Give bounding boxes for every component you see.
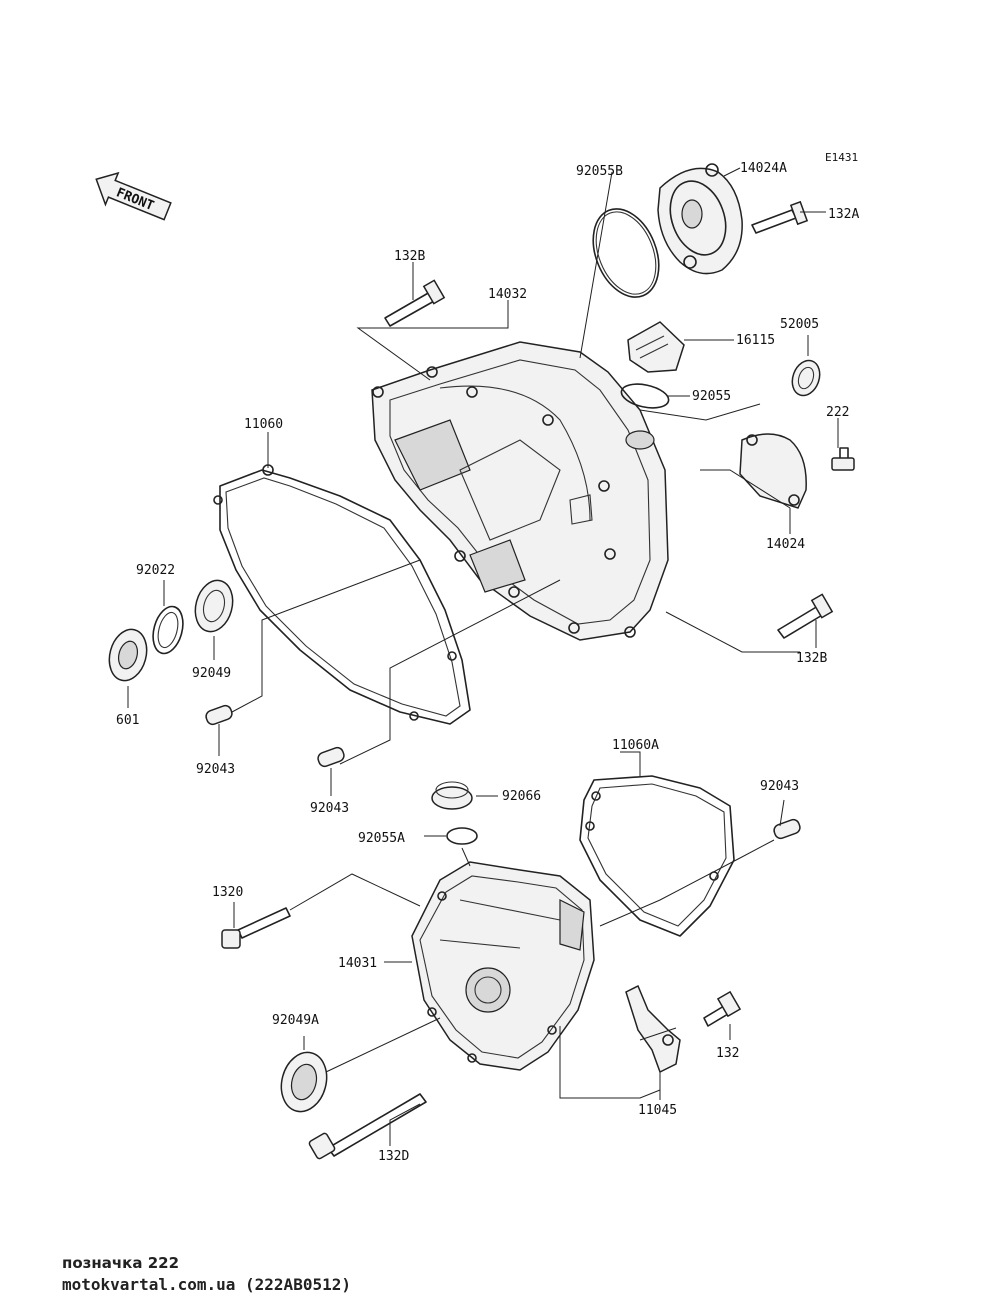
bolt-222 [831, 447, 855, 471]
label-11060A: 11060A [612, 738, 659, 753]
front-arrow-icon: FRONT [95, 171, 172, 221]
label-11060: 11060 [244, 417, 283, 432]
label-132B-top: 132B [394, 249, 425, 264]
label-14032: 14032 [488, 287, 527, 302]
bolt-132B-top [384, 279, 446, 327]
label-14024: 14024 [766, 537, 805, 552]
label-92043-right: 92043 [760, 779, 799, 794]
cover-14024 [739, 433, 807, 509]
seal-92022 [152, 605, 184, 655]
label-132D: 132D [378, 1149, 409, 1164]
label-52005: 52005 [780, 317, 819, 332]
diagram-code: E1431 [825, 151, 858, 164]
label-16115: 16115 [736, 333, 775, 348]
label-601: 601 [116, 713, 139, 728]
label-92049: 92049 [192, 666, 231, 681]
label-14024A: 14024A [740, 161, 787, 176]
plug-92066 [431, 781, 473, 810]
label-92055A: 92055A [358, 831, 405, 846]
label-92055B: 92055B [576, 164, 623, 179]
label-92066: 92066 [502, 789, 541, 804]
footer-source: motokvartal.com.ua (222AB0512) [62, 1275, 351, 1294]
generator-cover-14031 [411, 861, 595, 1071]
label-1320: 1320 [212, 885, 243, 900]
label-132A: 132A [828, 207, 859, 222]
seal-92049A [280, 1051, 328, 1113]
o-ring-92055A [446, 827, 478, 845]
gasket-11060 [213, 464, 471, 725]
filler-cap-16115 [627, 321, 685, 373]
gasket-11060A [579, 775, 735, 937]
bolt-132A [751, 200, 809, 234]
oil-seal-52005 [791, 359, 821, 397]
label-92043-left: 92043 [196, 762, 235, 777]
label-132B-right: 132B [796, 651, 827, 666]
label-92055: 92055 [692, 389, 731, 404]
label-92022: 92022 [136, 563, 175, 578]
bolt-132B-right [777, 593, 834, 639]
o-ring-92055 [620, 383, 670, 409]
label-11045: 11045 [638, 1103, 677, 1118]
bolt-132D [308, 1093, 427, 1160]
label-92049A: 92049A [272, 1013, 319, 1028]
o-ring-92055B [592, 208, 660, 298]
label-222: 222 [826, 405, 849, 420]
label-132: 132 [716, 1046, 739, 1061]
bearing-601 [108, 628, 148, 682]
label-14031: 14031 [338, 956, 377, 971]
label-92043-mid: 92043 [310, 801, 349, 816]
bolt-1320 [221, 907, 291, 949]
leader-lines [127, 167, 839, 1146]
dowel-pin-92043-mid [317, 746, 345, 768]
pump-cover-14024A [657, 163, 743, 275]
bolt-132 [703, 990, 742, 1027]
dowel-pin-92043-right [773, 818, 801, 840]
dowel-pin-92043-left [205, 704, 233, 726]
footer-caption: позначка 222 [62, 1254, 180, 1272]
bracket-11045 [625, 984, 681, 1074]
clutch-cover-14032 [371, 341, 669, 641]
seal-92049 [194, 579, 234, 633]
